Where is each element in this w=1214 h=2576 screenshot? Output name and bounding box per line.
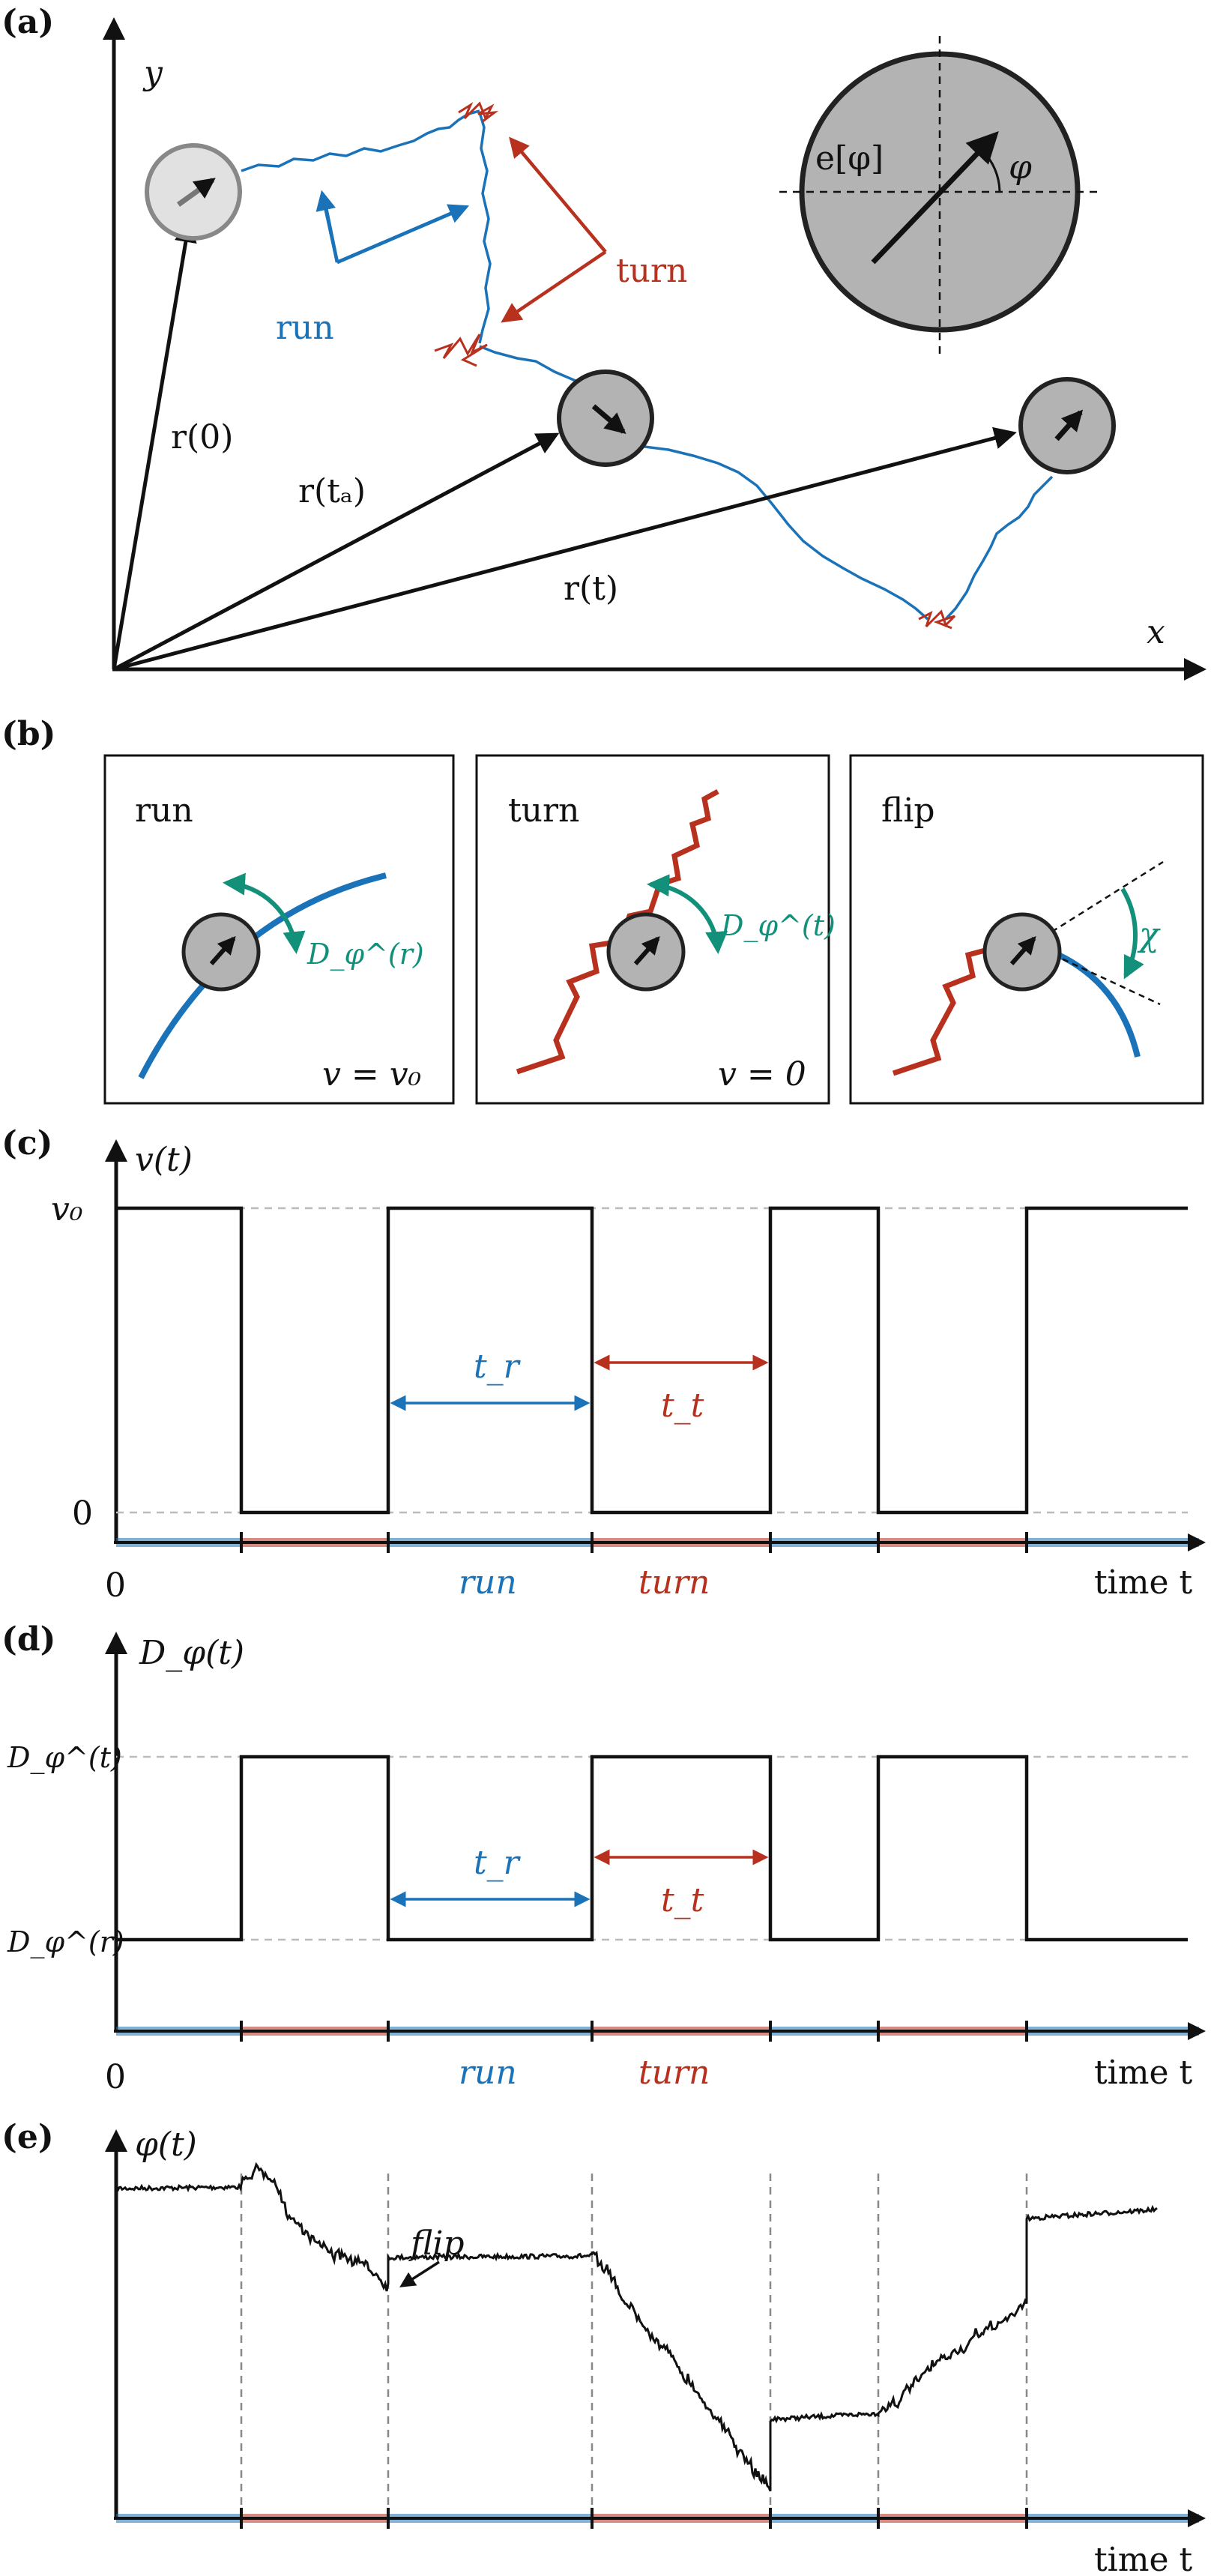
inset-e-label: e[φ] xyxy=(815,139,884,178)
trajectory-run-1 xyxy=(241,109,480,172)
box-run-param: D_φ^(r) xyxy=(306,938,424,971)
c-y-high: v₀ xyxy=(51,1190,83,1228)
c-ylabel: v(t) xyxy=(135,1141,193,1179)
c-y-low: 0 xyxy=(72,1494,93,1533)
box-turn-param: D_φ^(t) xyxy=(720,909,836,943)
label-run: run xyxy=(276,309,334,347)
panel-b: (b) run D_φ^(r) v = v₀ turn D_φ^(t) v = … xyxy=(1,715,1204,1105)
vector-rt xyxy=(113,426,1017,672)
trajectory-turn-3 xyxy=(918,609,956,630)
orientation-inset: e[φ] φ xyxy=(779,36,1102,354)
phi-trace xyxy=(115,2162,1158,2492)
panel-a-label: (a) xyxy=(1,3,54,41)
panel-d: (d) D_φ(t) D_φ^(t) D_φ^(r) t_r t_t 0 run… xyxy=(1,1620,1206,2096)
d-xlabel: time t xyxy=(1094,2054,1193,2092)
timeline-c xyxy=(114,1532,1206,1553)
panel-b-label: (b) xyxy=(1,715,55,753)
label-rt: r(t) xyxy=(564,570,618,608)
panel-e: (e) φ(t) flip time t xyxy=(1,2118,1206,2576)
box-flip-param: χ xyxy=(1137,916,1161,954)
axis-x-label: x xyxy=(1147,613,1165,651)
c-tt-label: t_t xyxy=(661,1387,704,1425)
box-flip-title: flip xyxy=(881,791,935,830)
e-ylabel: φ(t) xyxy=(135,2126,197,2164)
particle-initial xyxy=(145,143,242,241)
box-run: run D_φ^(r) v = v₀ xyxy=(103,754,455,1105)
label-turn: turn xyxy=(616,252,687,290)
phase-dividers xyxy=(240,2174,1028,2511)
vector-r0 xyxy=(112,220,197,670)
particle-ta xyxy=(557,369,654,467)
label-rta: r(tₐ) xyxy=(298,472,366,510)
panel-d-label: (d) xyxy=(1,1620,55,1659)
d-ylabel: D_φ(t) xyxy=(139,1634,244,1672)
box-run-footer: v = v₀ xyxy=(322,1055,422,1094)
timeline-e xyxy=(114,2508,1206,2529)
d-x-origin: 0 xyxy=(105,2058,126,2096)
box-run-title: run xyxy=(135,791,193,830)
d-tt-label: t_t xyxy=(661,1881,704,1919)
turn-arrow-down xyxy=(501,250,607,323)
velocity-signal xyxy=(116,1206,1188,1515)
panel-a: (a) x y r(0) r(tₐ) r(t) xyxy=(1,3,1207,681)
d-run-word: run xyxy=(459,2054,517,2092)
c-xlabel: time t xyxy=(1094,1563,1193,1602)
trajectory-run-2 xyxy=(478,112,492,344)
panel-e-label: (e) xyxy=(1,2118,54,2156)
d-turn-word: turn xyxy=(638,2054,710,2092)
trajectory-turn-2 xyxy=(434,334,488,367)
d-tr-label: t_r xyxy=(474,1844,522,1882)
flip-arrow xyxy=(399,2260,440,2287)
d-y-high: D_φ^(t) xyxy=(7,1741,122,1775)
c-run-word: run xyxy=(459,1563,517,1602)
e-xlabel: time t xyxy=(1094,2541,1193,2576)
panel-c: (c) v(t) v₀ 0 t_r t_t 0 run turn time t xyxy=(1,1124,1206,1605)
d-y-low: D_φ^(r) xyxy=(7,1925,124,1959)
box-turn: turn D_φ^(t) v = 0 xyxy=(475,754,836,1105)
c-x-origin: 0 xyxy=(105,1566,126,1605)
box-turn-footer: v = 0 xyxy=(718,1055,806,1094)
box-flip: flip χ xyxy=(849,754,1204,1105)
label-r0: r(0) xyxy=(171,418,233,456)
diffusion-signal xyxy=(116,1755,1188,1942)
c-turn-word: turn xyxy=(638,1563,710,1602)
turn-arrow-up xyxy=(509,136,607,253)
axis-y-label: y xyxy=(142,54,163,92)
trajectory-run-3 xyxy=(479,345,929,621)
panel-c-label: (c) xyxy=(1,1124,52,1162)
trajectory-run-4 xyxy=(944,475,1054,621)
e-flip-label: flip xyxy=(408,2224,465,2263)
box-turn-title: turn xyxy=(508,791,579,830)
inset-phi-label: φ xyxy=(1009,148,1032,187)
c-tr-label: t_r xyxy=(474,1348,522,1386)
trajectory-turn-1 xyxy=(458,101,499,123)
timeline-d xyxy=(114,2021,1206,2042)
run-annotation-arrows xyxy=(321,196,464,265)
vector-rta xyxy=(112,432,560,672)
particle-t xyxy=(1018,377,1116,474)
